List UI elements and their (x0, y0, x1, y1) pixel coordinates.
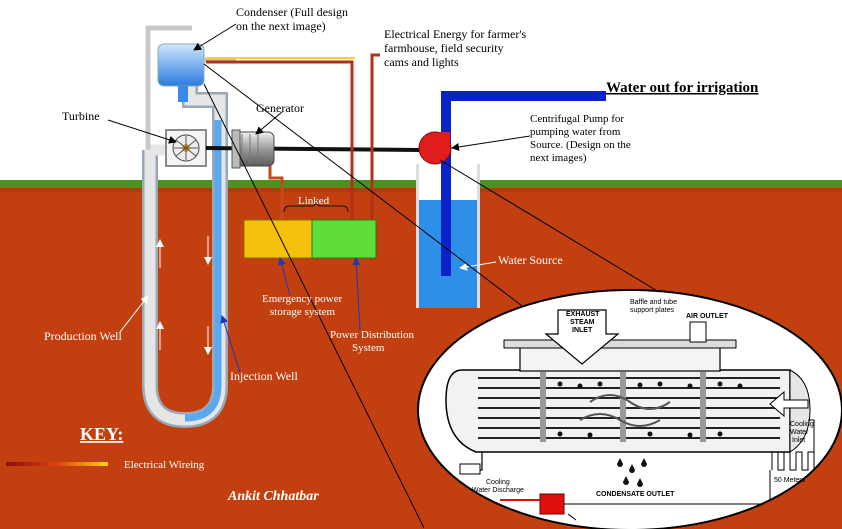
electrical-energy-label-3: cams and lights (384, 55, 459, 69)
pump-label-2: pumping water from (530, 126, 621, 138)
condenser-label-2: on the next image) (236, 19, 326, 33)
baffle-label-2: support plates (630, 307, 674, 314)
cooling-inlet-label-2: Water (790, 429, 809, 436)
cooling-discharge-label-1: Cooling (486, 479, 510, 486)
injection-well-label: Injection Well (230, 369, 298, 383)
key-title: KEY: (80, 424, 123, 444)
emergency-storage-label-2: storage system (270, 306, 336, 318)
key-wire-swatch (6, 462, 108, 466)
condensate-outlet-label: CONDENSATE OUTLET (596, 491, 675, 498)
key-electrical-label: Electrical Wireing (124, 459, 205, 471)
key-legend (6, 462, 108, 466)
emergency-storage-label-1: Emergency power (262, 293, 342, 305)
cooling-inlet-label-3: Inlet (792, 437, 805, 444)
generator (231, 129, 275, 169)
condenser-label-1: Condenser (Full design (236, 5, 348, 19)
power-distribution-label-1: Power Distribution (330, 329, 415, 341)
emergency-storage-box (243, 219, 313, 259)
production-well-label: Production Well (44, 329, 122, 343)
turbine (165, 129, 207, 167)
air-outlet-label: AIR OUTLET (686, 313, 729, 320)
water-out-label: Water out for irrigation (606, 80, 759, 96)
steam-pipe (145, 25, 192, 150)
pump-label-4: next images) (530, 152, 587, 164)
power-distribution-box (311, 219, 377, 259)
flow-arrows (156, 236, 212, 355)
cooling-inlet-label-1: Cooling (790, 421, 814, 428)
cooling-discharge-label-2: Water Discharge (472, 487, 524, 494)
electrical-energy-label-1: Electrical Energy for farmer's (384, 27, 527, 41)
condenser (157, 43, 236, 102)
well-loop (142, 78, 228, 429)
water-pipe (441, 91, 606, 276)
power-distribution-label-2: System (352, 342, 385, 354)
labels: Condenser (Full design on the next image… (44, 5, 814, 504)
author-signature: Ankit Chhatbar (227, 489, 319, 504)
exhaust-label-1: EXHAUST (566, 311, 600, 318)
exhaust-label-3: INLET (572, 327, 593, 334)
linked-brace (283, 199, 349, 213)
turbine-label: Turbine (62, 109, 100, 123)
linked-label: Linked (298, 195, 330, 207)
condenser-detail (417, 289, 842, 529)
water-source-label: Water Source (498, 253, 563, 267)
baffle-label-1: Baffle and tube (630, 299, 677, 306)
pump-label-3: Source. (Design on the (530, 139, 631, 151)
exhaust-label-2: STEAM (570, 319, 595, 326)
pump-label-1: Centrifugal Pump for (530, 113, 624, 125)
fifty-meters-label: 50 Meters (774, 477, 806, 484)
generator-label: Generator (256, 101, 304, 115)
electrical-energy-label-2: farmhouse, field security (384, 41, 504, 55)
